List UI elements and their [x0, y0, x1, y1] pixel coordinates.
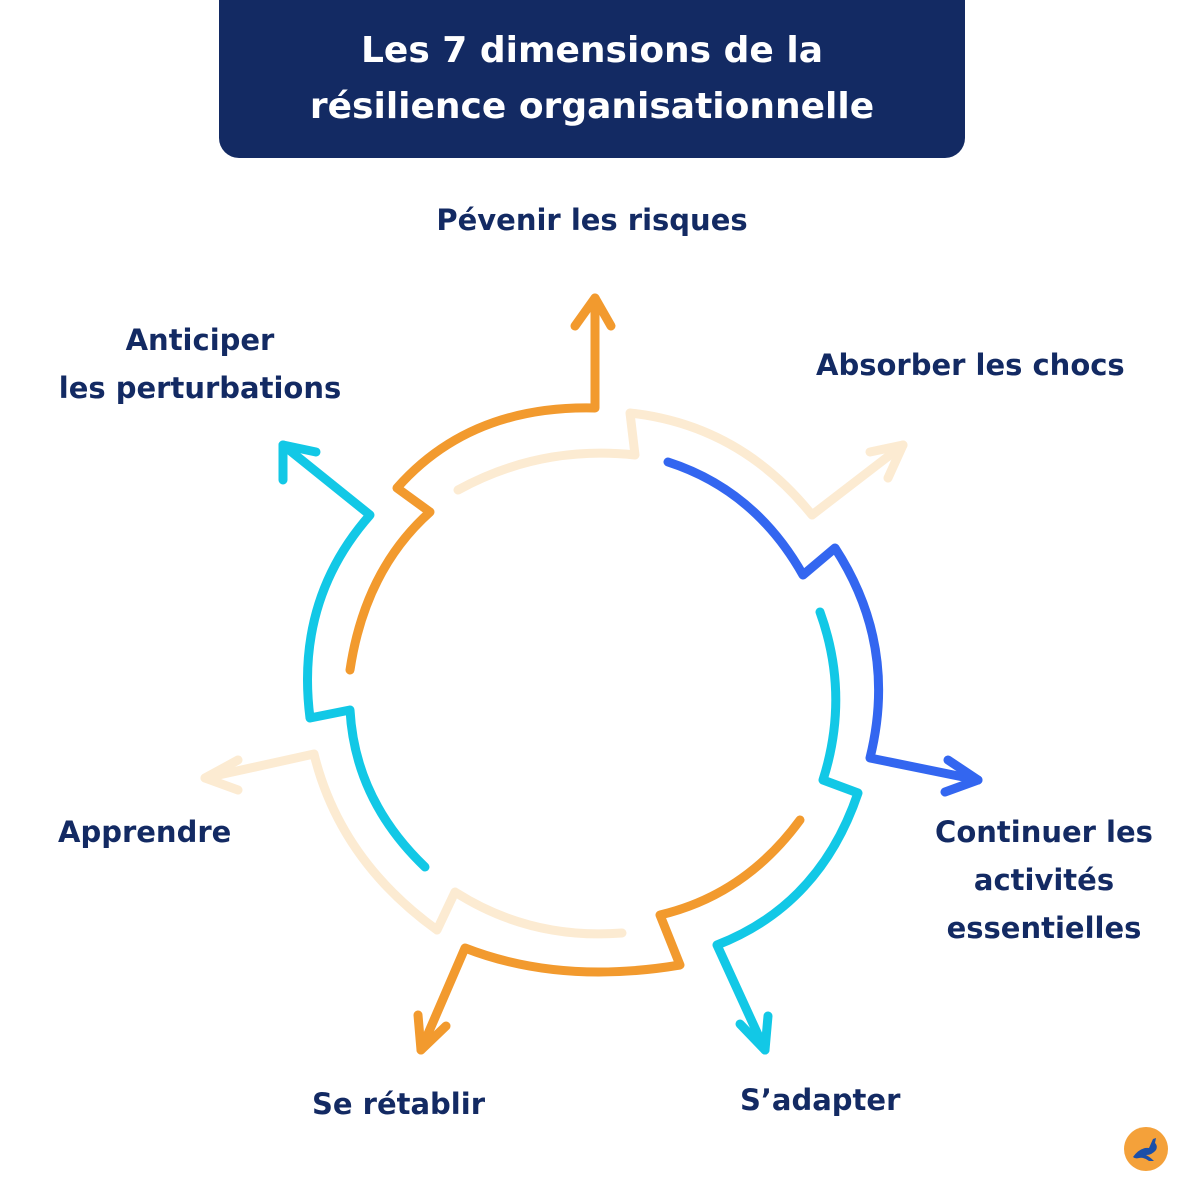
label-adapter: S’adapter [740, 1083, 901, 1117]
title-line-2: résilience organisationnelle [309, 86, 875, 127]
title-line-1: Les 7 dimensions de la [360, 30, 823, 71]
arrow-continuer [663, 457, 983, 797]
arrow-prevenir [345, 293, 616, 675]
arrow-anticiper [278, 440, 430, 872]
label-anticiper-line-1: Anticiper [125, 323, 275, 357]
label-retablir: Se rétablir [312, 1087, 485, 1121]
label-continuer: Continuer les activités essentielles [914, 808, 1174, 952]
label-anticiper-line-2: les perturbations [58, 371, 342, 405]
label-prevenir: Pévenir les risques [436, 203, 748, 237]
arrow-adapter [712, 607, 863, 1055]
label-continuer-line-3: essentielles [946, 911, 1142, 945]
label-apprendre: Apprendre [58, 815, 232, 849]
label-continuer-line-1: Continuer les [935, 815, 1153, 849]
arrow-retablir [413, 815, 805, 1055]
kangaroo-logo-icon [1124, 1127, 1168, 1171]
label-absorber: Absorber les chocs [816, 348, 1125, 382]
title-banner: Les 7 dimensions de la résilience organi… [219, 0, 965, 158]
label-anticiper: Anticiper les perturbations [20, 316, 380, 412]
arrow-absorber [453, 408, 908, 520]
arrow-apprendre [200, 749, 627, 939]
label-continuer-line-2: activités [973, 863, 1115, 897]
